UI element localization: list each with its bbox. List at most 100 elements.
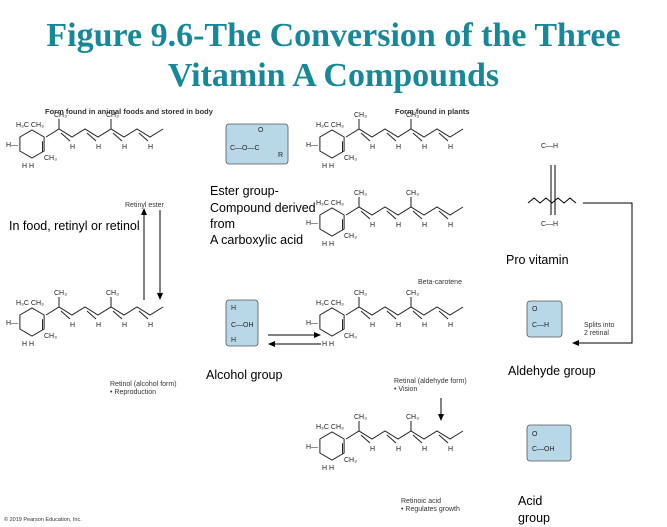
- hydrogen-label: H H: [22, 341, 34, 348]
- retinoic-caption-line-2: • Regulates growth: [401, 506, 460, 513]
- hydrogen-label: H: [396, 222, 401, 229]
- hydrogen-label: H H: [322, 163, 334, 170]
- hydrogen-label: H: [448, 144, 453, 151]
- aldehyde-oxygen-label: O: [532, 306, 538, 313]
- methyl-label: CH₃: [354, 290, 367, 297]
- hydrogen-label: H: [148, 322, 153, 329]
- hydrogen-label: H H: [22, 163, 34, 170]
- retinyl-ester-caption: Retinyl ester: [125, 202, 164, 209]
- hydrogen-label: H: [148, 144, 153, 151]
- hydrogen-label: H—: [306, 320, 318, 327]
- food-label: In food, retinyl or retinol: [9, 219, 140, 233]
- ester-r-label: R: [278, 152, 283, 159]
- hydrogen-label: H: [422, 322, 427, 329]
- hydrogen-label: H H: [322, 241, 334, 248]
- hydrogen-label: H: [122, 144, 127, 151]
- methyl-label: H₃C CH₃: [316, 200, 344, 207]
- hydrogen-label: H: [448, 322, 453, 329]
- hydrogen-label: H: [396, 446, 401, 453]
- retinal-caption-line-1: Retinal (aldehyde form): [394, 378, 467, 385]
- ester-oxygen-label: O: [258, 127, 264, 134]
- hydrogen-label: H: [70, 144, 75, 151]
- hydrogen-label: H: [370, 144, 375, 151]
- hydrogen-label: H: [448, 446, 453, 453]
- title-line-2: Vitamin A Compounds: [167, 57, 500, 94]
- split-zigzag: [527, 197, 577, 204]
- hydrogen-label: H—: [306, 142, 318, 149]
- methyl-label: CH₃: [344, 457, 357, 464]
- alcohol-group-atoms: C—OH: [231, 322, 254, 329]
- hydrogen-label: H: [122, 322, 127, 329]
- hydrogen-label: H—: [6, 142, 18, 149]
- copyright: © 2019 Pearson Education, Inc.: [4, 517, 82, 523]
- aldehyde-box: [526, 300, 563, 338]
- beta-carotene-terminal-atoms-2: C—H: [541, 221, 558, 228]
- methyl-label: CH₃: [344, 233, 357, 240]
- aldehyde-group-label: Aldehyde group: [508, 364, 596, 378]
- ester-group-label: C—O—C: [230, 145, 260, 152]
- methyl-label: CH₃: [354, 112, 367, 119]
- beta-carotene-caption: Beta-carotene: [418, 279, 462, 286]
- ester-label-line-1: Ester group-: [210, 184, 279, 198]
- retinol-caption-line-2: • Reproduction: [110, 389, 157, 396]
- hydrogen-label: H: [96, 144, 101, 151]
- splits-label-line-2: 2 retinal: [584, 330, 609, 337]
- hydrogen-label: H: [70, 322, 75, 329]
- methyl-label: CH₃: [344, 333, 357, 340]
- retinol-caption-line-1: Retinol (alcohol form): [110, 381, 177, 388]
- beta-carotene-terminal-atoms: C—H: [541, 143, 558, 150]
- methyl-label: CH₃: [406, 112, 419, 119]
- alcohol-h-label: H: [231, 305, 236, 312]
- alcohol-group-label: Alcohol group: [206, 368, 283, 382]
- arrowhead-acid: [438, 414, 444, 421]
- arrowhead-splits: [572, 340, 579, 346]
- methyl-label: CH₃: [354, 414, 367, 421]
- alcohol-h2-label: H: [231, 337, 236, 344]
- header-animal: Form found in animal foods and stored in…: [45, 107, 213, 116]
- hydrogen-label: H H: [322, 341, 334, 348]
- arrowhead-down: [157, 293, 163, 300]
- pro-vitamin-label: Pro vitamin: [506, 253, 569, 267]
- acid-oxygen-label: O: [532, 431, 538, 438]
- alcohol-box: [225, 299, 259, 347]
- methyl-label: CH₃: [344, 155, 357, 162]
- arrowhead-up: [141, 208, 147, 215]
- hydrogen-label: H: [422, 222, 427, 229]
- methyl-label: H₃C CH₃: [316, 424, 344, 431]
- hydrogen-label: H: [370, 446, 375, 453]
- acid-group-label-line-2: group: [518, 511, 550, 525]
- arrow-splits-into-retinal: [578, 202, 633, 344]
- hydrogen-label: H: [96, 322, 101, 329]
- hydrogen-label: H—: [6, 320, 18, 327]
- hydrogen-label: H: [422, 446, 427, 453]
- methyl-label: H₃C CH₃: [316, 122, 344, 129]
- methyl-label: CH₃: [106, 290, 119, 297]
- hydrogen-label: H: [396, 322, 401, 329]
- methyl-label: H₃C CH₃: [316, 300, 344, 307]
- methyl-label: CH₃: [54, 112, 67, 119]
- title-line-1: Figure 9.6-The Conversion of the Three: [46, 17, 621, 54]
- methyl-label: CH₃: [44, 333, 57, 340]
- hydrogen-label: H: [396, 144, 401, 151]
- acid-group-label-line-1: Acid: [518, 494, 543, 508]
- acid-group-atoms: C—OH: [532, 446, 555, 453]
- retinoic-caption-line-1: Retinoic acid: [401, 498, 442, 505]
- hydrogen-label: H: [448, 222, 453, 229]
- hydrogen-label: H—: [306, 220, 318, 227]
- hydrogen-label: H H: [322, 465, 334, 472]
- hydrogen-label: H—: [306, 444, 318, 451]
- header-plants: Form found in plants: [395, 107, 470, 116]
- methyl-label: CH₃: [406, 190, 419, 197]
- aldehyde-group-atoms: C—H: [532, 322, 549, 329]
- ester-label-line-2: Compound derived: [210, 201, 316, 215]
- methyl-label: H₃C CH₃: [16, 300, 44, 307]
- methyl-label: CH₃: [354, 190, 367, 197]
- arrowhead-left: [268, 341, 275, 347]
